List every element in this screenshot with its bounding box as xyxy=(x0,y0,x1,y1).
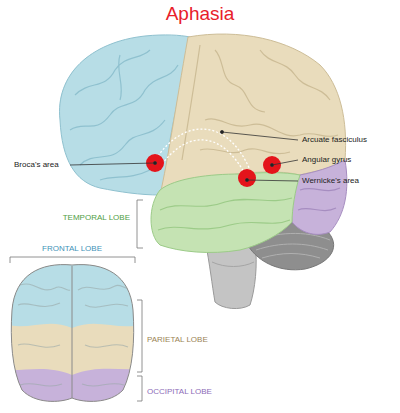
temporal-gyri xyxy=(158,198,292,230)
brain-stem-fold xyxy=(212,262,254,267)
area-label: Broca's area xyxy=(14,161,59,170)
temporal-bracket xyxy=(137,200,143,248)
lobe-label: TEMPORAL LOBE xyxy=(63,214,130,223)
area-label: Wernicke's area xyxy=(302,177,359,186)
temporal-lobe xyxy=(151,173,300,253)
leader-line xyxy=(222,132,298,140)
top-occipital xyxy=(0,368,150,410)
area-label: Angular gyrus xyxy=(302,156,351,165)
top-parietal xyxy=(0,255,150,413)
occipital-gyri xyxy=(298,188,340,211)
leader-dot xyxy=(270,163,273,166)
leader-lines xyxy=(70,130,298,181)
tract-label: Arcuate fasciculus xyxy=(302,136,367,145)
leader-dot xyxy=(153,161,156,164)
top-gyri xyxy=(18,284,130,386)
arcuate-fasciculus xyxy=(158,129,250,176)
leader-dot xyxy=(245,178,248,181)
leader-dot xyxy=(220,130,223,133)
lobe-label: FRONTAL LOBE xyxy=(42,245,102,254)
leader-line xyxy=(247,180,298,181)
leader-line xyxy=(70,163,155,165)
top-frontal xyxy=(0,255,150,328)
diagram-title: Aphasia xyxy=(166,4,235,25)
angular-gyrus-dot xyxy=(263,156,281,174)
wernicke-area-dot xyxy=(238,169,256,187)
occipital-lobe xyxy=(292,160,347,234)
parietal-bracket xyxy=(137,300,142,372)
midline xyxy=(72,266,73,398)
top-view-outline xyxy=(11,265,133,402)
top-view-brain xyxy=(0,255,150,413)
occipital-bracket xyxy=(137,376,142,401)
lobe-label: OCCIPITAL LOBE xyxy=(147,388,212,397)
leader-line xyxy=(272,160,298,165)
lobe-label: PARIETAL LOBE xyxy=(147,336,208,345)
frontal-gyri xyxy=(70,50,178,180)
frontal-bracket xyxy=(10,257,135,263)
